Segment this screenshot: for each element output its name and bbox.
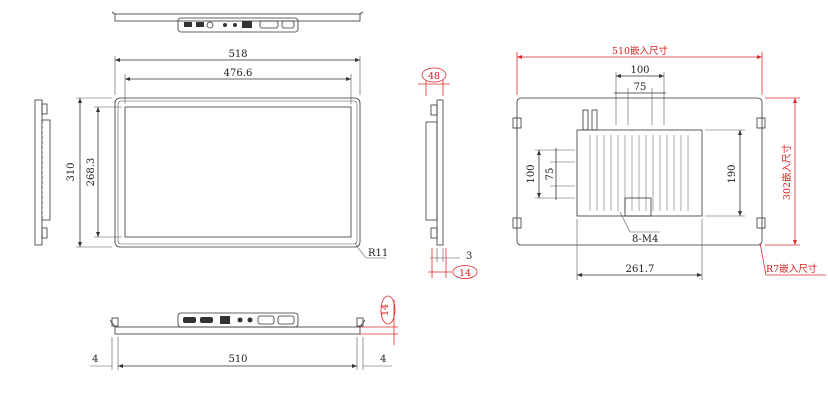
dim-left-offset: 4 <box>92 354 98 365</box>
screw-spec: 8-M4 <box>632 234 658 245</box>
rear-cutout-height: 302嵌入尺寸 <box>781 143 793 200</box>
vesa-75-v: 75 <box>545 168 556 181</box>
bottom-view: 510 4 4 14 <box>90 295 398 370</box>
dim-bottom-width: 510 <box>228 354 247 365</box>
dim-height-inner: 268.3 <box>86 158 97 187</box>
dim-bottom-height: 14 <box>380 304 391 316</box>
heatsink-height: 190 <box>727 164 738 183</box>
heatsink-width: 261.7 <box>626 264 655 275</box>
top-view <box>111 11 364 33</box>
rear-cutout-width: 510嵌入尺寸 <box>612 45 669 57</box>
dim-height-outer: 310 <box>66 162 77 181</box>
dim-right-offset: 4 <box>380 354 386 365</box>
vesa-75-h: 75 <box>634 82 647 93</box>
left-side-view <box>34 99 51 246</box>
rear-view: 510嵌入尺寸 100 75 100 75 190 261.7 8-M4 <box>512 45 826 280</box>
front-view: 518 476.6 310 268.3 R11 <box>66 49 388 259</box>
radius-label: R11 <box>368 248 388 259</box>
dim-width-outer: 518 <box>228 49 247 60</box>
dim-width-inner: 476.6 <box>224 68 253 79</box>
vesa-100-h: 100 <box>630 65 649 76</box>
dim-depth-total: 48 <box>428 71 440 82</box>
vesa-100-v: 100 <box>526 164 537 183</box>
dim-bezel: 3 <box>466 251 472 262</box>
rear-cutout-radius: R7嵌入尺寸 <box>766 263 818 275</box>
right-side-view: 48 3 14 <box>418 67 478 279</box>
dim-side-14: 14 <box>459 268 471 279</box>
